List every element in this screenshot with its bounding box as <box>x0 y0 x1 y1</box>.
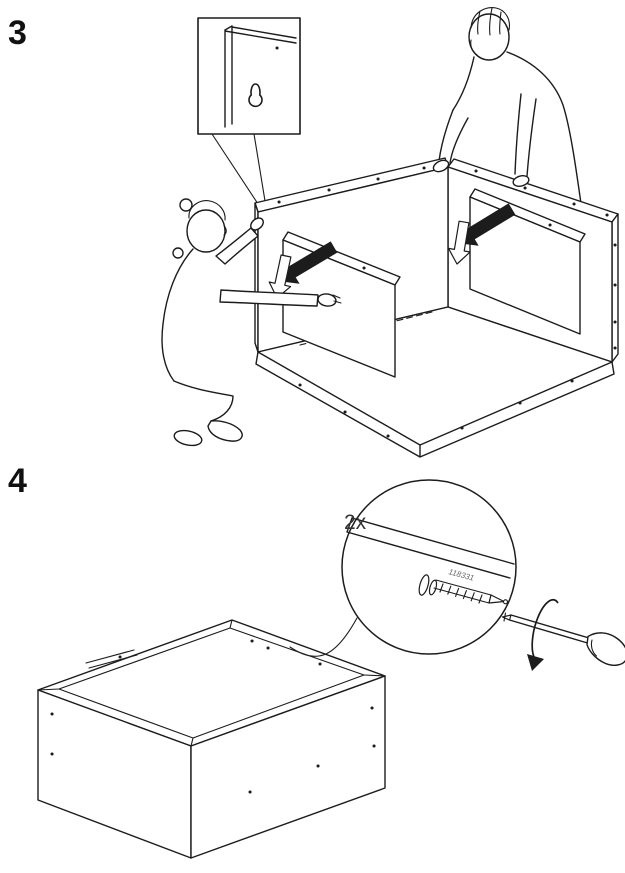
standing-person-left-arm <box>438 109 469 164</box>
divider-b-panel <box>469 196 581 335</box>
kneeling-person-leg <box>173 380 234 422</box>
pilot-hole-dots <box>277 166 617 438</box>
quantity-label: 2x <box>344 511 367 534</box>
insertion-arrow-black-right <box>456 203 516 246</box>
zoom-callout: 118331 2x <box>341 479 517 655</box>
insertion-arrow-white-left <box>268 254 292 299</box>
step3-number: 3 <box>8 14 27 52</box>
standing-person-face <box>470 39 478 56</box>
kneeling-person <box>161 198 342 447</box>
box-pilot-hole-dots <box>50 639 376 794</box>
inset-detail <box>197 17 301 211</box>
step4-illustration: 4 118331 2x <box>8 462 625 859</box>
kneeling-person-fingers <box>332 294 342 304</box>
standing-person-hair-strands <box>477 7 502 36</box>
right-wall-end-edge <box>611 213 619 363</box>
callout-leader-line <box>289 617 358 657</box>
rotation-arrow-arc <box>531 598 559 660</box>
standing-person <box>438 7 589 233</box>
screwdriver <box>501 598 625 671</box>
standing-person-chest <box>452 56 475 111</box>
standing-person-right-hand <box>512 175 530 187</box>
zoom-callout-circle <box>341 479 517 655</box>
insertion-arrows <box>268 203 516 299</box>
standing-person-hair <box>470 7 510 31</box>
kneeling-person-far-arm <box>219 289 319 307</box>
screwdriver-handle-neck <box>590 639 598 657</box>
cam-screw-head <box>418 574 430 596</box>
standing-person-head <box>468 13 510 61</box>
screwdriver-handle <box>586 632 625 666</box>
screwdriver-tip <box>501 614 512 621</box>
standing-person-left-hand <box>432 159 450 173</box>
inset-frame <box>197 17 301 135</box>
kneeling-person-ponytail <box>172 247 184 259</box>
kneeling-person-near-arm <box>215 227 259 265</box>
kneeling-person-hair-bun <box>179 198 193 212</box>
box-corner-joints <box>37 619 386 747</box>
cam-screw-threads <box>439 583 483 604</box>
step4-number: 4 <box>8 462 27 500</box>
assembled-box <box>37 619 386 859</box>
keyhole-fitting-icon <box>248 83 263 108</box>
panel-edge-closeup <box>346 517 515 579</box>
kneeling-person-hair <box>188 200 226 221</box>
divider-panels <box>282 188 586 378</box>
kneeling-person-shoe-front <box>207 420 243 442</box>
kneeling-person-near-hand <box>250 217 264 231</box>
kneeling-person-back <box>161 248 194 382</box>
screwdriver-tip-cross <box>503 612 507 622</box>
standing-person-right-arm <box>514 93 537 177</box>
step3-illustration: 3 <box>8 7 619 458</box>
kneeling-person-shoe-back <box>173 429 203 447</box>
panel-seam-line <box>85 649 138 669</box>
bottom-panel-thickness <box>255 351 615 458</box>
cam-screw-tip <box>488 594 505 604</box>
cam-screw-tip-ball <box>502 599 509 605</box>
box-right-face <box>190 675 386 859</box>
kneeling-person-head <box>186 209 226 253</box>
inset-leader-lines <box>211 133 267 211</box>
standing-person-back <box>506 51 589 233</box>
kneeling-person-face <box>223 225 227 236</box>
insertion-arrow-white-right <box>447 220 471 265</box>
screwdriver-shaft <box>508 614 590 644</box>
inset-panel-corner <box>224 25 297 128</box>
insertion-arrow-black-left <box>277 241 338 284</box>
rotation-arrow-head <box>527 654 544 671</box>
